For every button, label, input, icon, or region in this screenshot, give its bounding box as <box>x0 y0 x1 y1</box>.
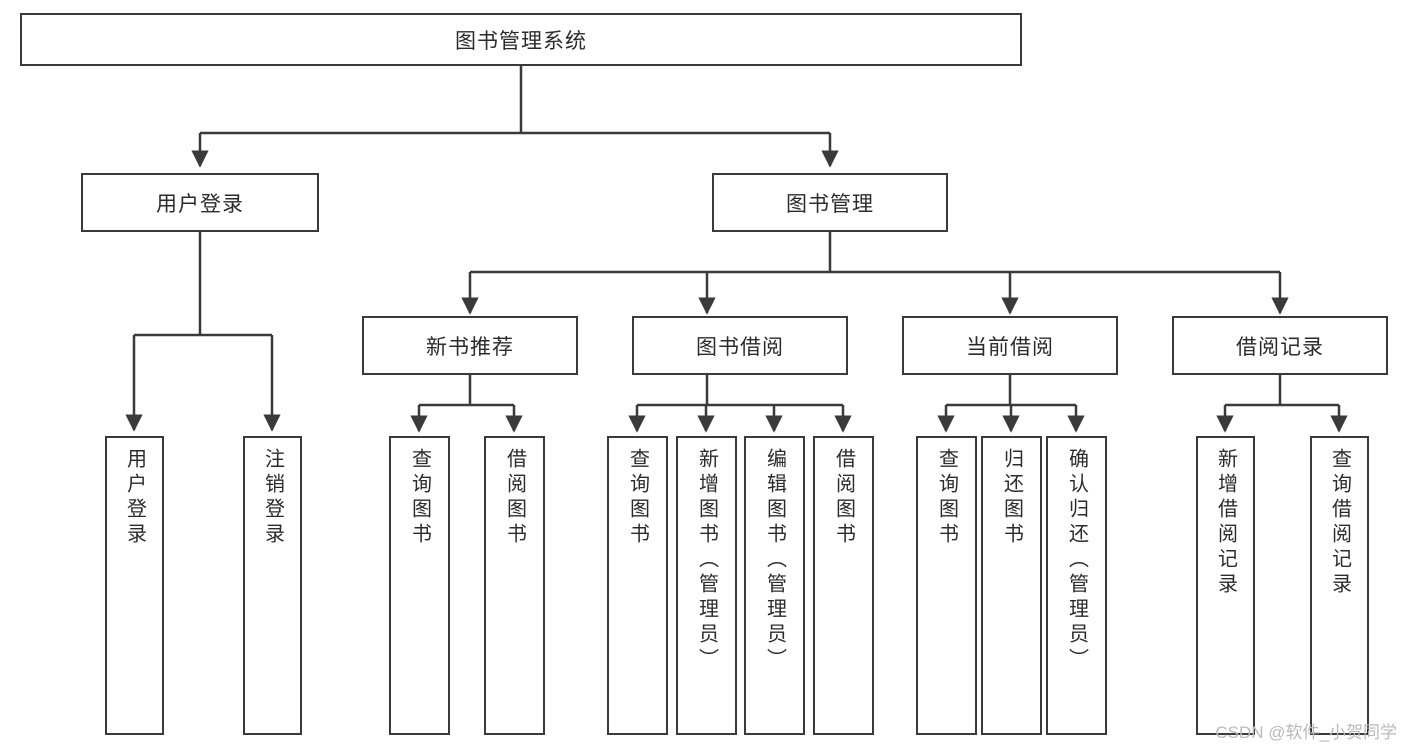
watermark: CSDN @软件_小贺同学 <box>1215 723 1397 742</box>
node-borrow-record-label: 借阅记录 <box>1236 335 1324 359</box>
node-leaf-borrow-book-1-label: 借阅图书 <box>503 448 526 548</box>
node-leaf-confirm-return-admin-label: 确认归还（管理员） <box>1065 448 1088 673</box>
node-borrow-record[interactable]: 借阅记录 <box>1172 316 1388 375</box>
node-leaf-logout-login[interactable]: 注销登录 <box>243 436 302 735</box>
node-current-borrow[interactable]: 当前借阅 <box>902 316 1118 375</box>
node-leaf-add-book-admin[interactable]: 新增图书（管理员） <box>676 436 737 735</box>
node-new-book-rec[interactable]: 新书推荐 <box>362 316 578 375</box>
node-leaf-edit-book-admin-label: 编辑图书（管理员） <box>763 448 786 673</box>
node-leaf-borrow-book-2[interactable]: 借阅图书 <box>813 436 874 735</box>
node-leaf-borrow-book-2-label: 借阅图书 <box>832 448 855 548</box>
node-leaf-query-borrow-record-label: 查询借阅记录 <box>1328 448 1351 598</box>
node-root-label: 图书管理系统 <box>455 29 587 53</box>
node-leaf-user-login[interactable]: 用户登录 <box>105 436 164 735</box>
node-leaf-borrow-book-1[interactable]: 借阅图书 <box>484 436 545 735</box>
node-book-manage[interactable]: 图书管理 <box>712 173 948 232</box>
node-user-login[interactable]: 用户登录 <box>81 173 319 232</box>
node-leaf-add-book-admin-label: 新增图书（管理员） <box>695 448 718 673</box>
node-user-login-label: 用户登录 <box>156 192 244 216</box>
node-leaf-edit-book-admin[interactable]: 编辑图书（管理员） <box>744 436 805 735</box>
node-book-manage-label: 图书管理 <box>786 192 874 216</box>
node-leaf-query-book-1-label: 查询图书 <box>408 448 431 548</box>
node-leaf-query-book-1[interactable]: 查询图书 <box>389 436 450 735</box>
node-book-borrow-label: 图书借阅 <box>696 335 784 359</box>
node-leaf-query-book-2-label: 查询图书 <box>626 448 649 548</box>
node-new-book-rec-label: 新书推荐 <box>426 335 514 359</box>
node-leaf-add-borrow-record-label: 新增借阅记录 <box>1214 448 1237 598</box>
node-leaf-query-book-3[interactable]: 查询图书 <box>916 436 977 735</box>
node-leaf-logout-login-label: 注销登录 <box>261 448 284 548</box>
node-book-borrow[interactable]: 图书借阅 <box>632 316 848 375</box>
node-leaf-query-borrow-record[interactable]: 查询借阅记录 <box>1310 436 1369 735</box>
node-leaf-return-book-label: 归还图书 <box>1000 448 1023 548</box>
node-leaf-add-borrow-record[interactable]: 新增借阅记录 <box>1196 436 1255 735</box>
node-leaf-user-login-label: 用户登录 <box>123 448 146 548</box>
node-root[interactable]: 图书管理系统 <box>20 13 1022 66</box>
node-leaf-query-book-3-label: 查询图书 <box>935 448 958 548</box>
node-leaf-confirm-return-admin[interactable]: 确认归还（管理员） <box>1046 436 1107 735</box>
node-leaf-return-book[interactable]: 归还图书 <box>981 436 1042 735</box>
node-leaf-query-book-2[interactable]: 查询图书 <box>607 436 668 735</box>
node-current-borrow-label: 当前借阅 <box>966 335 1054 359</box>
